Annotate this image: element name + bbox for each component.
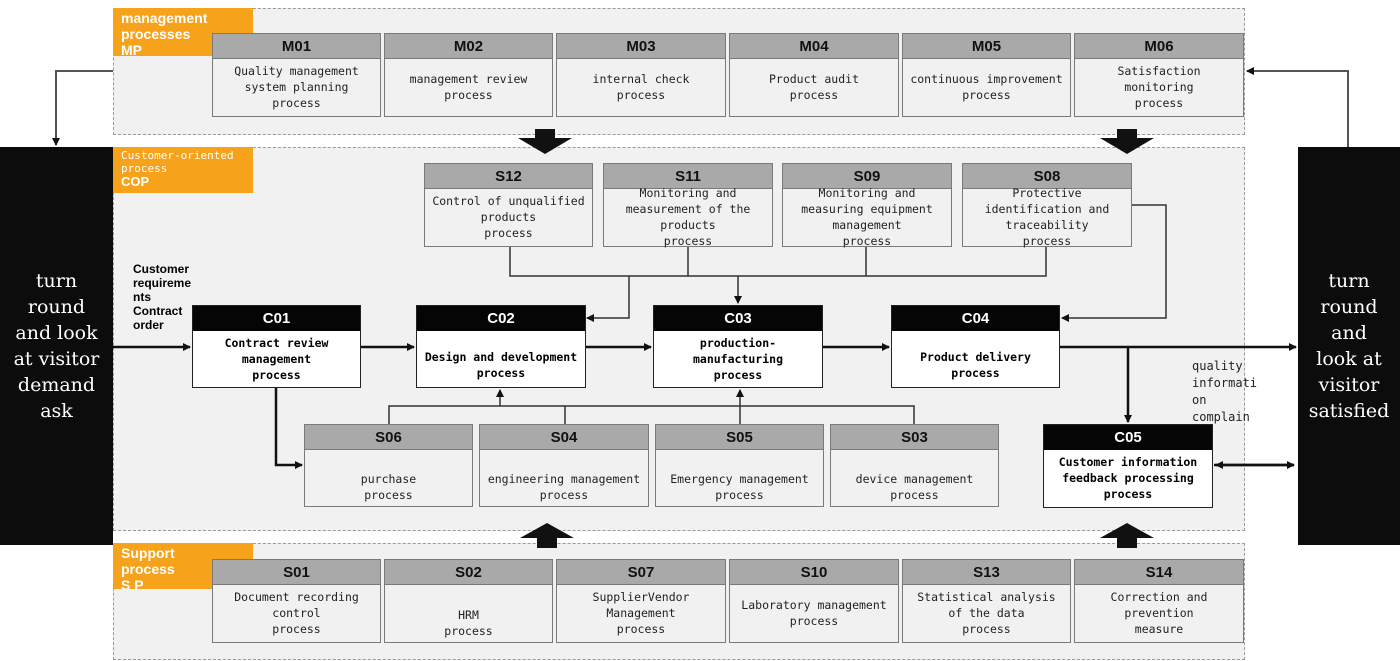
process-label: SupplierVendor Management process (592, 589, 690, 636)
process-code: S07 (557, 560, 725, 585)
process-label: Monitoring and measuring equipment manag… (801, 185, 933, 248)
process-code: S14 (1075, 560, 1243, 585)
process-code: C05 (1044, 425, 1212, 450)
process-label: Document recording control process (234, 589, 359, 636)
process-label: Customer information feedback processing… (1058, 455, 1198, 501)
process-label: internal check process (592, 71, 690, 102)
quality-information-note: quality informati on complain (1192, 359, 1258, 424)
sp-tag-line1: Support (121, 545, 175, 561)
process-code: S06 (305, 425, 472, 450)
process-s08[interactable]: S08 Protective identification and tracea… (962, 163, 1132, 248)
process-label: continuous improvement process (910, 71, 1063, 102)
process-label: Design and development process (424, 350, 578, 380)
process-code: M06 (1075, 34, 1243, 59)
process-label: Correction and prevention measure (1110, 589, 1208, 636)
process-code: S11 (604, 164, 772, 189)
process-label: purchase process (360, 472, 417, 502)
process-s09[interactable]: S09 Monitoring and measuring equipment m… (782, 163, 952, 248)
process-c01[interactable]: C01 Contract review management process (192, 305, 361, 388)
process-m03[interactable]: M03 internal check process (556, 33, 726, 117)
process-s13[interactable]: S13 Statistical analysis of the data pro… (902, 559, 1071, 643)
process-label: Statistical analysis of the data process (917, 589, 1056, 636)
process-code: S10 (730, 560, 898, 585)
process-s01[interactable]: S01 Document recording control process (212, 559, 381, 643)
cop-tag-line3: COP (121, 174, 150, 189)
process-label: Product audit process (768, 71, 859, 102)
right-panel: turn round and look at visitor satisfied (1298, 147, 1400, 545)
mp-tag-line1: management (121, 10, 208, 26)
process-label: engineering management process (487, 472, 641, 502)
process-code: S08 (963, 164, 1131, 189)
process-code: S13 (903, 560, 1070, 585)
process-c03[interactable]: C03 production- manufacturing process (653, 305, 823, 388)
process-label: Protective identification and traceabili… (984, 185, 1110, 248)
left-panel-text: turn round and look at visitor demand as… (13, 270, 100, 422)
process-code: C03 (654, 306, 822, 331)
process-label: Product delivery process (920, 350, 1031, 380)
process-m02[interactable]: M02 management review process (384, 33, 553, 117)
process-label: Monitoring and measurement of the produc… (625, 185, 751, 248)
process-code: S05 (656, 425, 823, 450)
process-s12[interactable]: S12 Control of unqualified products proc… (424, 163, 593, 247)
process-code: M01 (213, 34, 380, 59)
process-code: M03 (557, 34, 725, 59)
cop-zone-tag: Customer-oriented process COP (113, 147, 253, 193)
process-c04[interactable]: C04 Product delivery process (891, 305, 1060, 388)
process-label: Control of unqualified products process (432, 193, 585, 240)
right-panel-text: turn round and look at visitor satisfied (1308, 270, 1390, 422)
cop-tag-line2: process (121, 162, 168, 175)
mp-tag-line2: processes (121, 26, 191, 42)
process-s03[interactable]: S03 device management process (830, 424, 999, 507)
process-c02[interactable]: C02 Design and development process (416, 305, 586, 388)
process-code: M02 (385, 34, 552, 59)
process-code: C02 (417, 306, 585, 331)
process-m01[interactable]: M01 Quality management system planning p… (212, 33, 381, 117)
process-label: Laboratory management process (741, 597, 887, 628)
customer-requirements-note: Customer requireme nts Contract order (133, 262, 192, 332)
process-code: S09 (783, 164, 951, 189)
process-label: HRM process (444, 608, 493, 638)
process-m06[interactable]: M06 Satisfaction monitoring process (1074, 33, 1244, 117)
process-s14[interactable]: S14 Correction and prevention measure (1074, 559, 1244, 643)
process-code: S04 (480, 425, 648, 450)
mp-tag-line3: MP (121, 42, 142, 56)
management-zone-tag: management processes MP (113, 8, 253, 56)
process-s04[interactable]: S04 engineering management process (479, 424, 649, 507)
cop-tag-line1: Customer-oriented (121, 149, 234, 162)
sp-tag-line2: process (121, 561, 175, 577)
process-s02[interactable]: S02 HRM process (384, 559, 553, 643)
process-s11[interactable]: S11 Monitoring and measurement of the pr… (603, 163, 773, 248)
process-label: device management process (855, 472, 974, 502)
process-m04[interactable]: M04 Product audit process (729, 33, 899, 117)
process-s10[interactable]: S10 Laboratory management process (729, 559, 899, 643)
process-code: C04 (892, 306, 1059, 331)
process-code: M04 (730, 34, 898, 59)
process-s06[interactable]: S06 purchase process (304, 424, 473, 507)
sp-tag-line3: S P (121, 577, 144, 589)
process-label: Quality management system planning proce… (234, 63, 359, 110)
process-code: C01 (193, 306, 360, 331)
process-s05[interactable]: S05 Emergency management process (655, 424, 824, 507)
process-label: Contract review management process (224, 335, 329, 382)
process-label: management review process (409, 71, 528, 102)
process-label: Satisfaction monitoring process (1117, 63, 1201, 110)
process-label: production- manufacturing process (692, 335, 783, 382)
process-c05[interactable]: C05 Customer information feedback proces… (1043, 424, 1213, 508)
process-code: S03 (831, 425, 998, 450)
process-s07[interactable]: S07 SupplierVendor Management process (556, 559, 726, 643)
process-code: M05 (903, 34, 1070, 59)
process-code: S01 (213, 560, 380, 585)
process-code: S02 (385, 560, 552, 585)
process-label: Emergency management process (670, 472, 809, 502)
process-m05[interactable]: M05 continuous improvement process (902, 33, 1071, 117)
process-code: S12 (425, 164, 592, 189)
left-panel: turn round and look at visitor demand as… (0, 147, 113, 545)
